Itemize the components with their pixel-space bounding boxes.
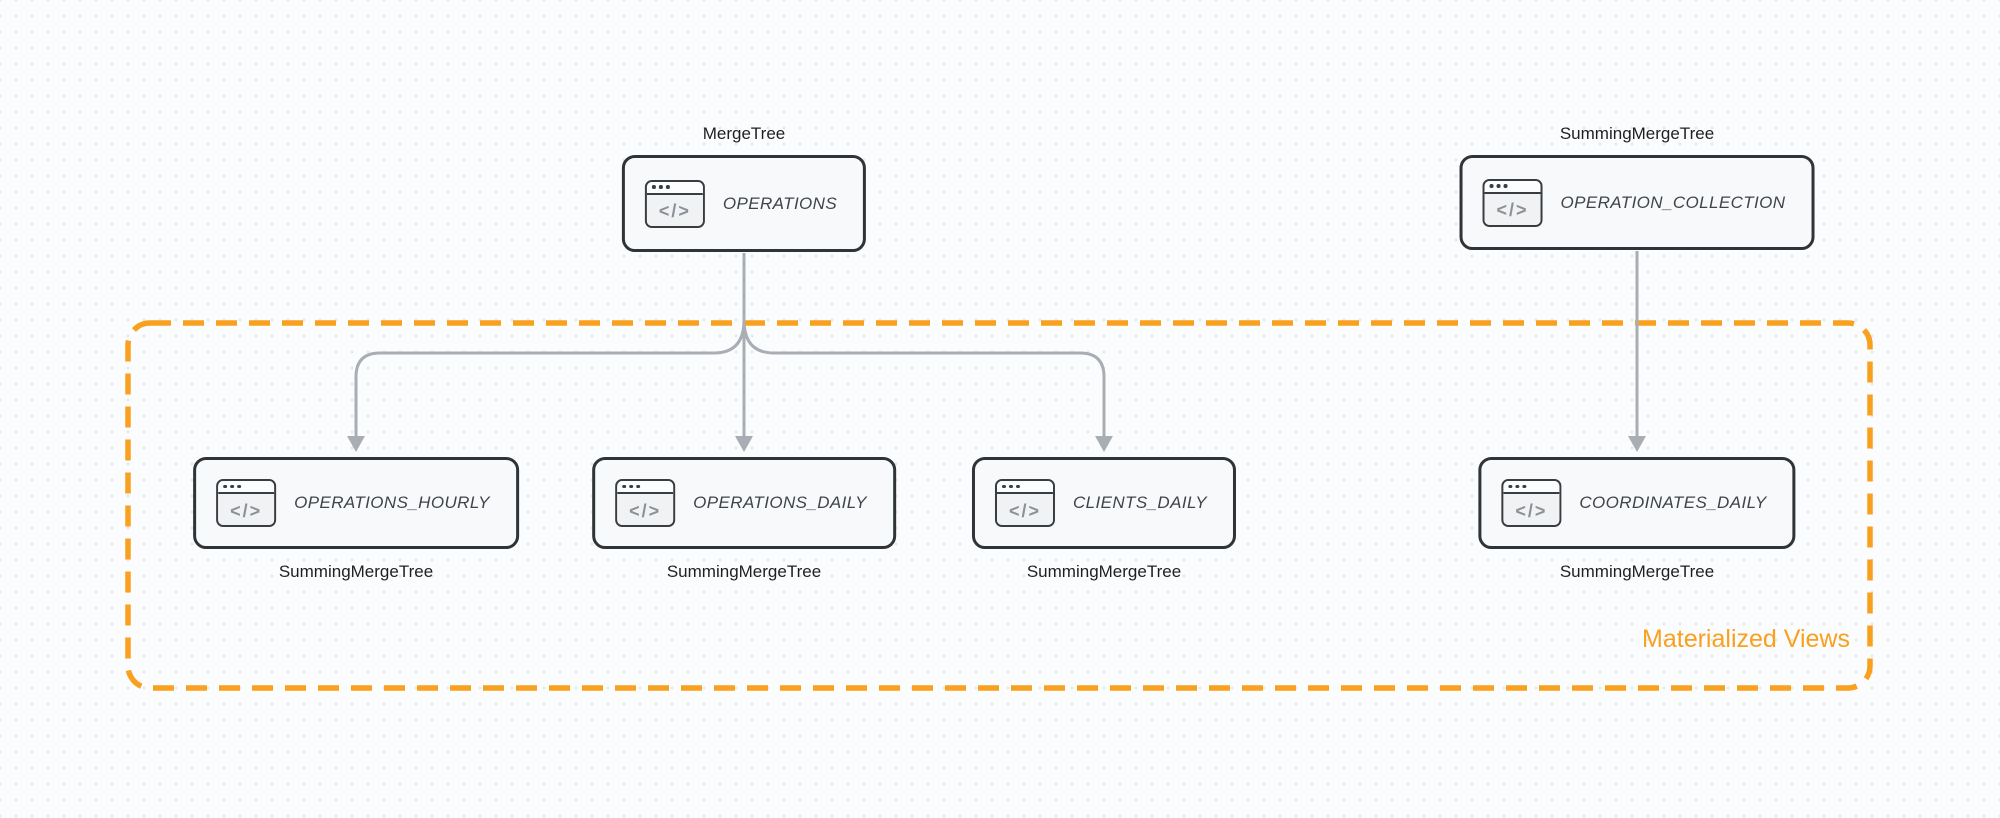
code-window-icon: </> (1501, 479, 1562, 527)
code-glyph-icon: </> (218, 494, 275, 525)
materialized-views-group-border[interactable] (125, 320, 1873, 691)
node-label: OPERATION_COLLECTION (1560, 192, 1786, 212)
engine-label-summingmergetree-daily: SummingMergeTree (666, 562, 822, 581)
node-label: OPERATIONS_DAILY (693, 493, 867, 512)
engine-label-summingmergetree-coordinates: SummingMergeTree (1559, 562, 1715, 581)
node-label: OPERATIONS_HOURLY (294, 493, 490, 512)
engine-label-summingmergetree-top: SummingMergeTree (1559, 124, 1715, 143)
code-window-icon: </> (994, 479, 1055, 527)
code-glyph-icon: </> (996, 494, 1053, 525)
engine-label-summingmergetree-clients: SummingMergeTree (1026, 562, 1182, 581)
window-dots-icon (617, 481, 674, 494)
edge-operations-to-clients-daily (742, 319, 1106, 437)
arrowhead-operations-daily (735, 436, 753, 452)
node-clients-daily[interactable]: </> CLIENTS_DAILY (971, 457, 1237, 549)
window-dots-icon (218, 481, 275, 494)
code-window-icon: </> (216, 479, 277, 527)
window-dots-icon (1484, 180, 1541, 194)
window-dots-icon (1503, 481, 1560, 494)
code-window-icon: </> (615, 479, 676, 527)
arrowhead-operations-hourly (347, 436, 365, 452)
node-label: CLIENTS_DAILY (1072, 493, 1208, 512)
node-operations-hourly[interactable]: </> OPERATIONS_HOURLY (193, 457, 519, 549)
engine-label-mergetree: MergeTree (702, 124, 786, 143)
arrowhead-clients-daily (1095, 436, 1113, 452)
window-dots-icon (996, 481, 1053, 494)
code-glyph-icon: </> (617, 494, 674, 525)
node-operations[interactable]: </> OPERATIONS (621, 155, 867, 252)
code-glyph-icon: </> (1503, 494, 1560, 525)
window-dots-icon (646, 181, 703, 195)
materialized-views-group-label[interactable]: Materialized Views (1642, 625, 1850, 653)
engine-label-summingmergetree-hourly: SummingMergeTree (278, 562, 434, 581)
node-label: COORDINATES_DAILY (1579, 493, 1767, 512)
arrowhead-coordinates-daily (1628, 436, 1646, 452)
code-window-icon: </> (644, 179, 705, 228)
node-label: OPERATIONS (722, 193, 838, 213)
node-operation-collection[interactable]: </> OPERATION_COLLECTION (1459, 155, 1815, 250)
code-glyph-icon: </> (1484, 193, 1541, 225)
node-coordinates-daily[interactable]: </> COORDINATES_DAILY (1478, 457, 1796, 549)
code-glyph-icon: </> (646, 194, 703, 226)
code-window-icon: </> (1482, 178, 1543, 227)
node-operations-daily[interactable]: </> OPERATIONS_DAILY (592, 457, 896, 549)
edge-operations-to-operations-hourly (354, 319, 746, 437)
